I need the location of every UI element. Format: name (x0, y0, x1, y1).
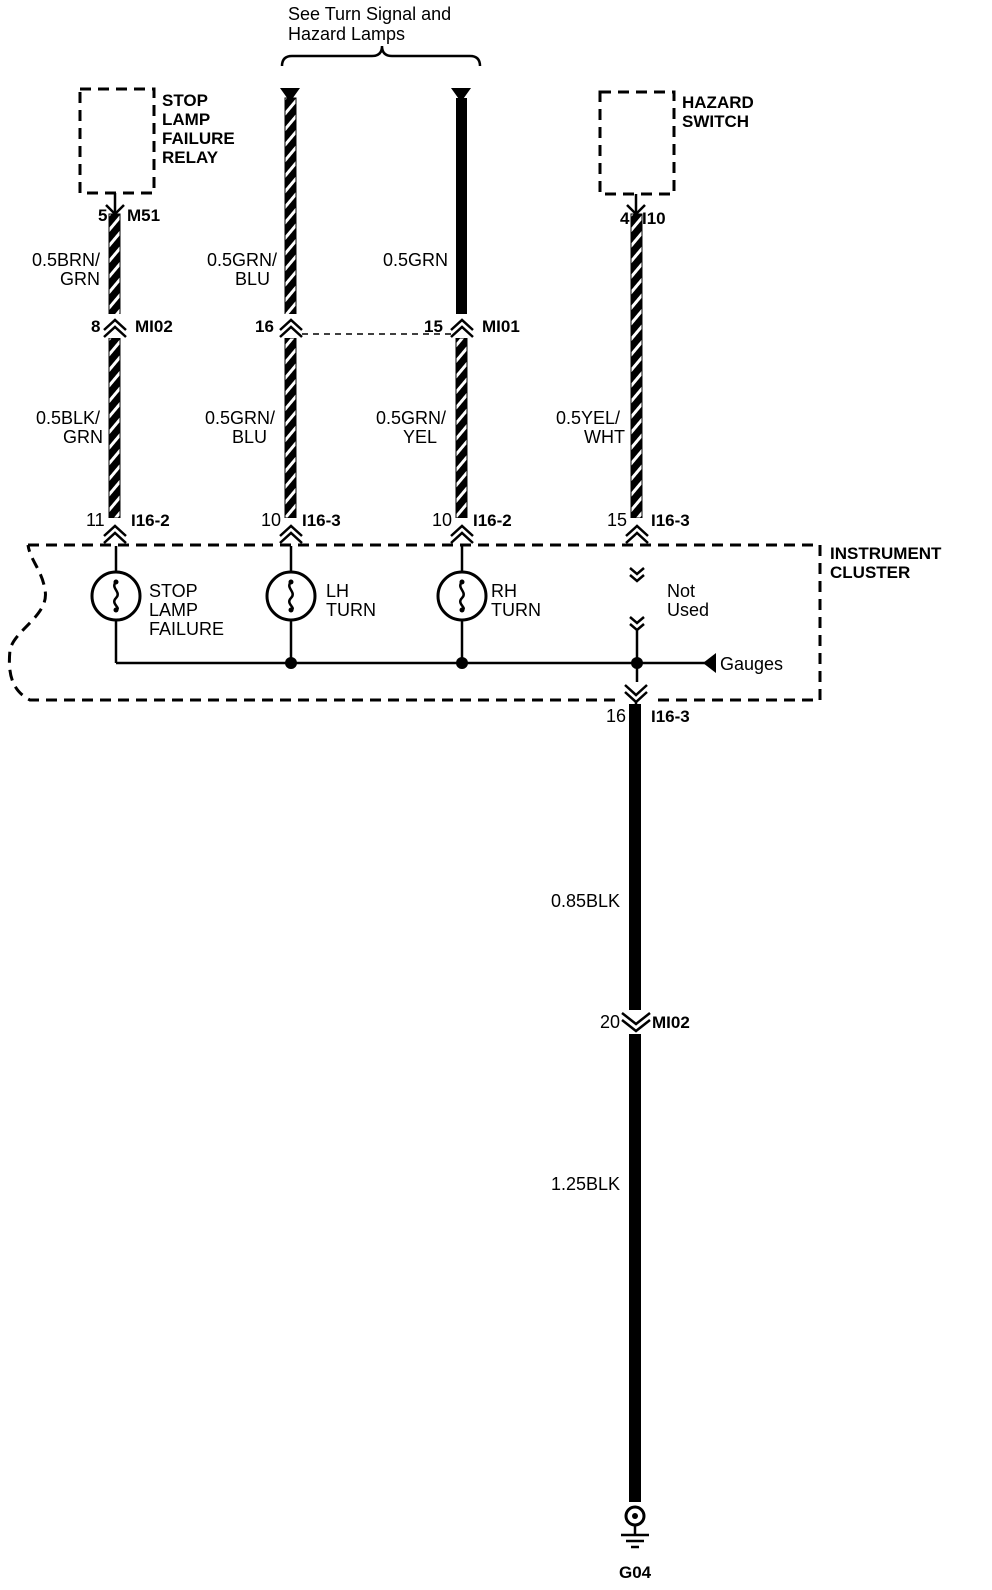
wire-grn-yel (455, 337, 468, 519)
hazard-label-1: HAZARD (682, 93, 754, 112)
header-note-line1: See Turn Signal and (288, 4, 451, 24)
lh-turn-label-1: LH (326, 581, 349, 601)
mi01-conn: MI01 (482, 317, 520, 336)
hazard-pin: 4 (620, 209, 630, 228)
wire-label-blk-grn-2: GRN (63, 427, 103, 447)
stop-lamp-failure-relay-box (78, 87, 156, 195)
c4-conn: I16-3 (651, 511, 690, 530)
hazard-conn: I10 (642, 209, 666, 228)
c2-chevron-icon (279, 524, 303, 544)
header-note-line2: Hazard Lamps (288, 24, 405, 44)
hazard-label-2: SWITCH (682, 112, 749, 131)
stop-lamp-bulb-icon (90, 570, 142, 622)
c4-chevron-icon (625, 524, 649, 544)
c3-pin: 10 (432, 510, 452, 530)
c1-pin: 11 (86, 510, 105, 530)
wire-125blk (629, 1030, 641, 1502)
mi01-left-pin: 16 (255, 317, 274, 336)
stop-lamp-label-1: STOP (149, 581, 198, 601)
mi02-bot-pin: 20 (600, 1012, 620, 1032)
wire-label-grn-blu-top-2: BLU (235, 269, 270, 289)
relay-label-4: RELAY (162, 148, 219, 167)
relay-label-3: FAILURE (162, 129, 235, 148)
wire-label-grn-blu-top-1: 0.5GRN/ (207, 250, 277, 270)
wire-085blk (629, 700, 641, 1013)
c3-chevron-icon (450, 524, 474, 544)
lh-turn-bulb-icon (265, 570, 317, 622)
mi02-top-conn: MI02 (135, 317, 173, 336)
mi01-right-pin: 15 (424, 317, 443, 336)
gnd-conn: I16-3 (651, 707, 690, 726)
c2-conn: I16-3 (302, 511, 341, 530)
wire-label-yel-wht-2: WHT (584, 427, 625, 447)
wire-label-brn-grn-1: 0.5BRN/ (32, 250, 100, 270)
wire-brn-grn (108, 213, 121, 319)
rh-turn-label-1: RH (491, 581, 517, 601)
relay-label-1: STOP (162, 91, 208, 110)
mi02-bottom-chevron-icon (621, 1012, 651, 1033)
wire-grn-blu-bottom (284, 337, 297, 519)
mi02-bot-conn: MI02 (652, 1013, 690, 1032)
wire-blk-grn (108, 337, 121, 519)
junction-lh (285, 657, 297, 669)
wire-label-125blk: 1.25BLK (551, 1174, 620, 1194)
not-used-stub-bottom-icon (629, 616, 645, 632)
c1-conn: I16-2 (131, 511, 170, 530)
ground-terminal-dot (632, 1513, 638, 1519)
cluster-label-1: INSTRUMENT (830, 544, 942, 563)
arrow-lh-icon (280, 88, 300, 102)
gauges-arrow-icon (703, 653, 716, 673)
wire-grn-solid (456, 98, 467, 318)
relay-label-2: LAMP (162, 110, 210, 129)
wire-label-085blk: 0.85BLK (551, 891, 620, 911)
wire-label-grn-blu-bot-2: BLU (232, 427, 267, 447)
c2-pin: 10 (261, 510, 281, 530)
instrument-cluster-box (7, 543, 822, 702)
relay-pin: 5 (98, 206, 107, 225)
not-used-label-2: Used (667, 600, 709, 620)
wire-label-grn-yel-1: 0.5GRN/ (376, 408, 446, 428)
rh-turn-label-2: TURN (491, 600, 541, 620)
mi02-top-pin: 8 (91, 317, 100, 336)
not-used-label-1: Not (667, 581, 695, 601)
stop-lamp-label-3: FAILURE (149, 619, 224, 639)
mi02-top-chevron-icon (103, 318, 127, 338)
not-used-stub-top-icon (629, 567, 645, 583)
c4-pin: 15 (607, 510, 627, 530)
wire-label-brn-grn-2: GRN (60, 269, 100, 289)
hazard-switch-box (598, 90, 676, 196)
header-bracket (280, 45, 482, 67)
wire-label-blk-grn-1: 0.5BLK/ (36, 408, 100, 428)
arrow-rh-icon (451, 88, 471, 102)
wire-label-yel-wht-1: 0.5YEL/ (556, 408, 620, 428)
cluster-label-2: CLUSTER (830, 563, 910, 582)
c1-chevron-icon (103, 524, 127, 544)
junction-ground (631, 657, 643, 669)
wire-label-grn: 0.5GRN (383, 250, 448, 270)
gauges-label: Gauges (720, 654, 783, 674)
c3-conn: I16-2 (473, 511, 512, 530)
wire-label-grn-yel-2: YEL (403, 427, 437, 447)
rh-turn-bulb-icon (436, 570, 488, 622)
junction-rh (456, 657, 468, 669)
wire-yel-wht (630, 213, 643, 519)
mi01-right-chevron-icon (450, 318, 474, 338)
stop-lamp-label-2: LAMP (149, 600, 198, 620)
relay-conn: M51 (127, 206, 160, 225)
gnd-pin: 16 (606, 706, 626, 726)
ground-label: G04 (619, 1563, 652, 1582)
mi01-left-chevron-icon (279, 318, 303, 338)
lh-turn-label-2: TURN (326, 600, 376, 620)
wire-grn-blu-top (284, 97, 297, 319)
wire-label-grn-blu-bot-1: 0.5GRN/ (205, 408, 275, 428)
